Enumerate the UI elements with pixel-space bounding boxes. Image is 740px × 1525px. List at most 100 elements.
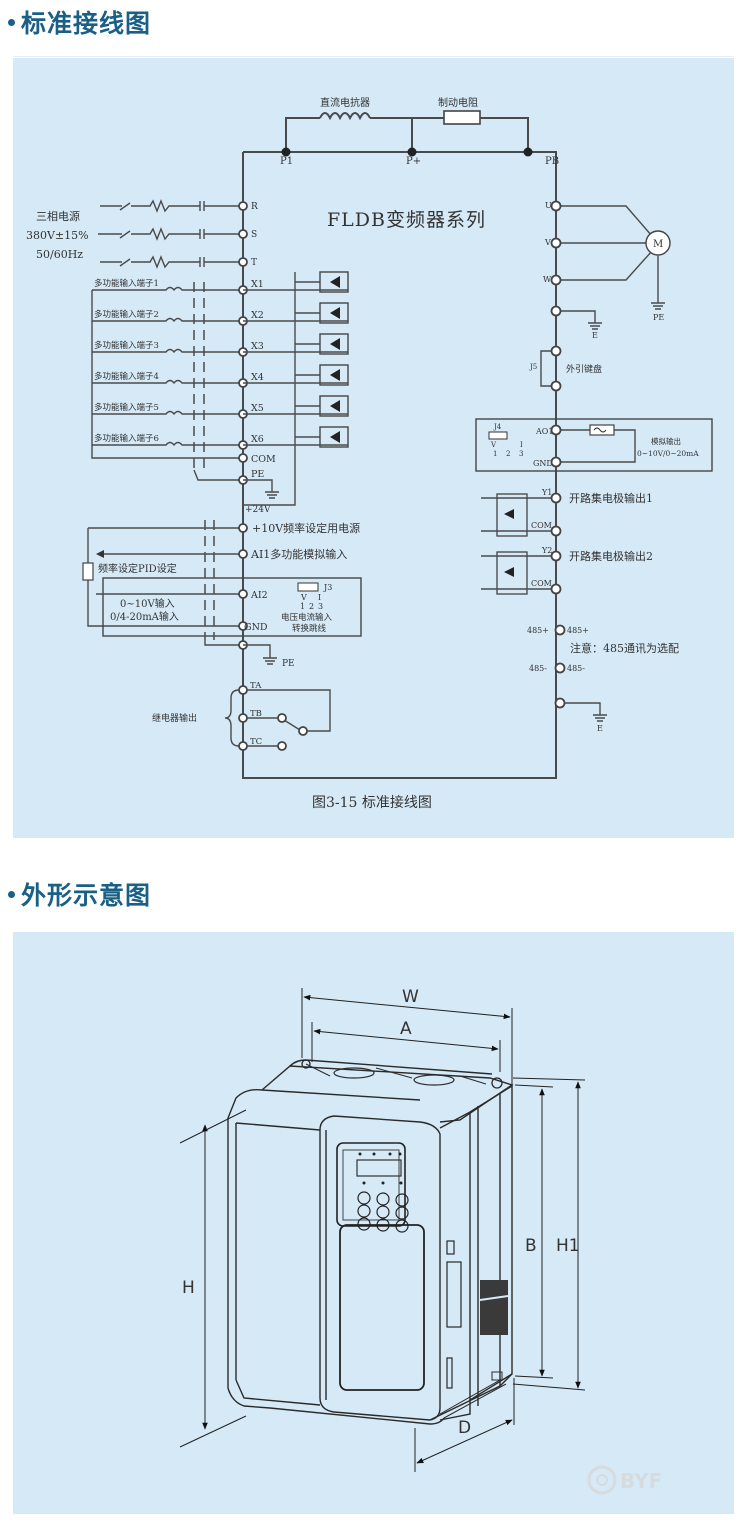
terminal-com-y2: COM — [531, 579, 552, 588]
ground-icon — [243, 479, 279, 499]
terminal-s: S — [251, 230, 257, 240]
input-label-4: 多功能输入端子4 — [94, 371, 159, 382]
opto-supply-rail — [243, 272, 296, 506]
j4-label: J4 — [493, 423, 502, 431]
j3-label: J3 — [323, 583, 332, 592]
reactor-wire-left — [285, 117, 320, 152]
terminal-v: V — [544, 238, 551, 247]
section-title-wiring: 标准接线图 — [8, 4, 151, 40]
dc-reactor-icon — [319, 112, 371, 121]
ground-icon — [243, 644, 277, 665]
j5-label: J5 — [529, 363, 537, 371]
dim-h1: H1 — [556, 1236, 580, 1256]
terminal-24v: +24V — [245, 505, 271, 515]
j5-wire — [540, 350, 552, 387]
oc-output-1-label: 开路集电极输出1 — [569, 491, 653, 505]
relay-label: 继电器输出 — [152, 712, 197, 724]
rs485-note: 注意：485通讯为选配 — [570, 641, 679, 655]
motor-icon — [645, 230, 671, 256]
pid-label: 频率设定PID设定 — [98, 562, 177, 575]
input-label-6: 多功能输入端子6 — [94, 433, 159, 444]
brake-resistor-icon — [443, 110, 481, 125]
terminal-y2: Y2 — [541, 546, 552, 555]
terminal-x5: X5 — [251, 403, 264, 414]
input-label-1: 多功能输入端子1 — [94, 278, 159, 289]
j4-jumper-icon — [488, 431, 508, 440]
section-title-outline: 外形示意图 — [8, 876, 151, 912]
keypad-node — [550, 380, 562, 392]
terminal-y1: Y1 — [541, 488, 552, 497]
earth-label-1: E — [592, 331, 598, 340]
motor-wiring — [550, 200, 665, 330]
dim-d: D — [458, 1418, 471, 1438]
power-label-3: 50/60Hz — [36, 248, 83, 261]
divider — [14, 56, 734, 57]
input-label-2: 多功能输入端子2 — [94, 309, 159, 320]
dim-w: W — [402, 987, 419, 1007]
node-pplus — [407, 147, 417, 157]
terminal-t: T — [251, 258, 257, 268]
watermark-logo: BYF — [587, 1465, 662, 1495]
terminal-com-y1: COM — [531, 521, 552, 530]
j3-i: I — [318, 593, 321, 602]
terminal-ai2: AI2 — [250, 590, 268, 601]
j3-pin-1: 1 — [300, 602, 305, 611]
terminal-r-node — [238, 201, 248, 211]
ao-desc-1: 模拟输出 — [651, 436, 681, 446]
terminal-x6: X6 — [251, 434, 264, 445]
potentiometer-icon — [82, 562, 94, 581]
power-label-2: 380V±15% — [26, 229, 89, 242]
node-p1 — [281, 147, 291, 157]
a-extension-lines — [311, 1022, 501, 1072]
input-label-5: 多功能输入端子5 — [94, 402, 159, 413]
wiring-diagram-panel: 直流电抗器 制动电阻 P1 P+ PB FLDB变频器系列 三相电源 380V±… — [13, 58, 734, 838]
j3-desc-1: 电压电流输入 — [281, 612, 333, 623]
terminal-com: COM — [251, 454, 276, 465]
motor-pe-label: PE — [653, 313, 664, 322]
rs485-minus-right: 485- — [567, 664, 585, 673]
terminal-ta: TA — [250, 681, 262, 691]
wiring-diagram: 直流电抗器 制动电阻 P1 P+ PB FLDB变频器系列 三相电源 380V±… — [26, 96, 713, 811]
ai1-label: AI1多功能模拟输入 — [250, 547, 347, 561]
j3-v: V — [300, 593, 307, 602]
inverter-body — [227, 1059, 514, 1425]
j4-i: I — [520, 441, 523, 449]
arrow-icon — [96, 550, 104, 558]
terminal-tc: TC — [250, 737, 262, 747]
terminal-w: W — [543, 275, 552, 284]
ao-desc-2: 0~10V/0~20mA — [637, 449, 699, 458]
reactor-wire-right — [370, 117, 413, 152]
w-dimension-line — [303, 994, 511, 1020]
dim-h: H — [182, 1278, 195, 1298]
input-label-3: 多功能输入端子3 — [94, 340, 159, 351]
open-collector-1 — [481, 492, 562, 537]
ao-gnd-node — [550, 456, 562, 468]
ground-icon — [564, 702, 607, 722]
ao-gnd-terminal: GND — [533, 459, 553, 468]
bullet-icon — [8, 890, 15, 898]
terminal-x2: X2 — [251, 310, 264, 321]
d-extension-lines — [414, 1378, 515, 1472]
ref-supply-label: +10V频率设定用电源 — [252, 521, 360, 535]
ao1-node — [550, 424, 562, 436]
h-extension-lines — [179, 1109, 247, 1448]
rs485-plus-left: 485+ — [527, 626, 549, 635]
j4-pin-1: 1 — [493, 450, 497, 458]
outline-drawing: W A — [179, 987, 662, 1495]
digital-input-rows — [92, 286, 240, 447]
open-collector-2 — [481, 550, 562, 595]
b-extension-lines — [514, 1084, 554, 1379]
h1-extension-lines — [512, 1077, 586, 1391]
power-label-1: 三相电源 — [36, 209, 80, 223]
analog-pe-label: PE — [282, 659, 295, 669]
keypad-panel — [336, 1142, 425, 1391]
terminal-pe: PE — [251, 469, 264, 480]
terminal-pplus: P+ — [406, 156, 421, 167]
keypad-label: 外引键盘 — [566, 363, 602, 375]
d-dimension-line — [416, 1419, 513, 1464]
a-dimension-line — [313, 1028, 499, 1052]
series-title: FLDB变频器系列 — [327, 209, 486, 231]
range-label-1: 0~10V输入 — [120, 597, 175, 610]
analog-out-box — [475, 418, 713, 472]
node-pb — [523, 147, 533, 157]
